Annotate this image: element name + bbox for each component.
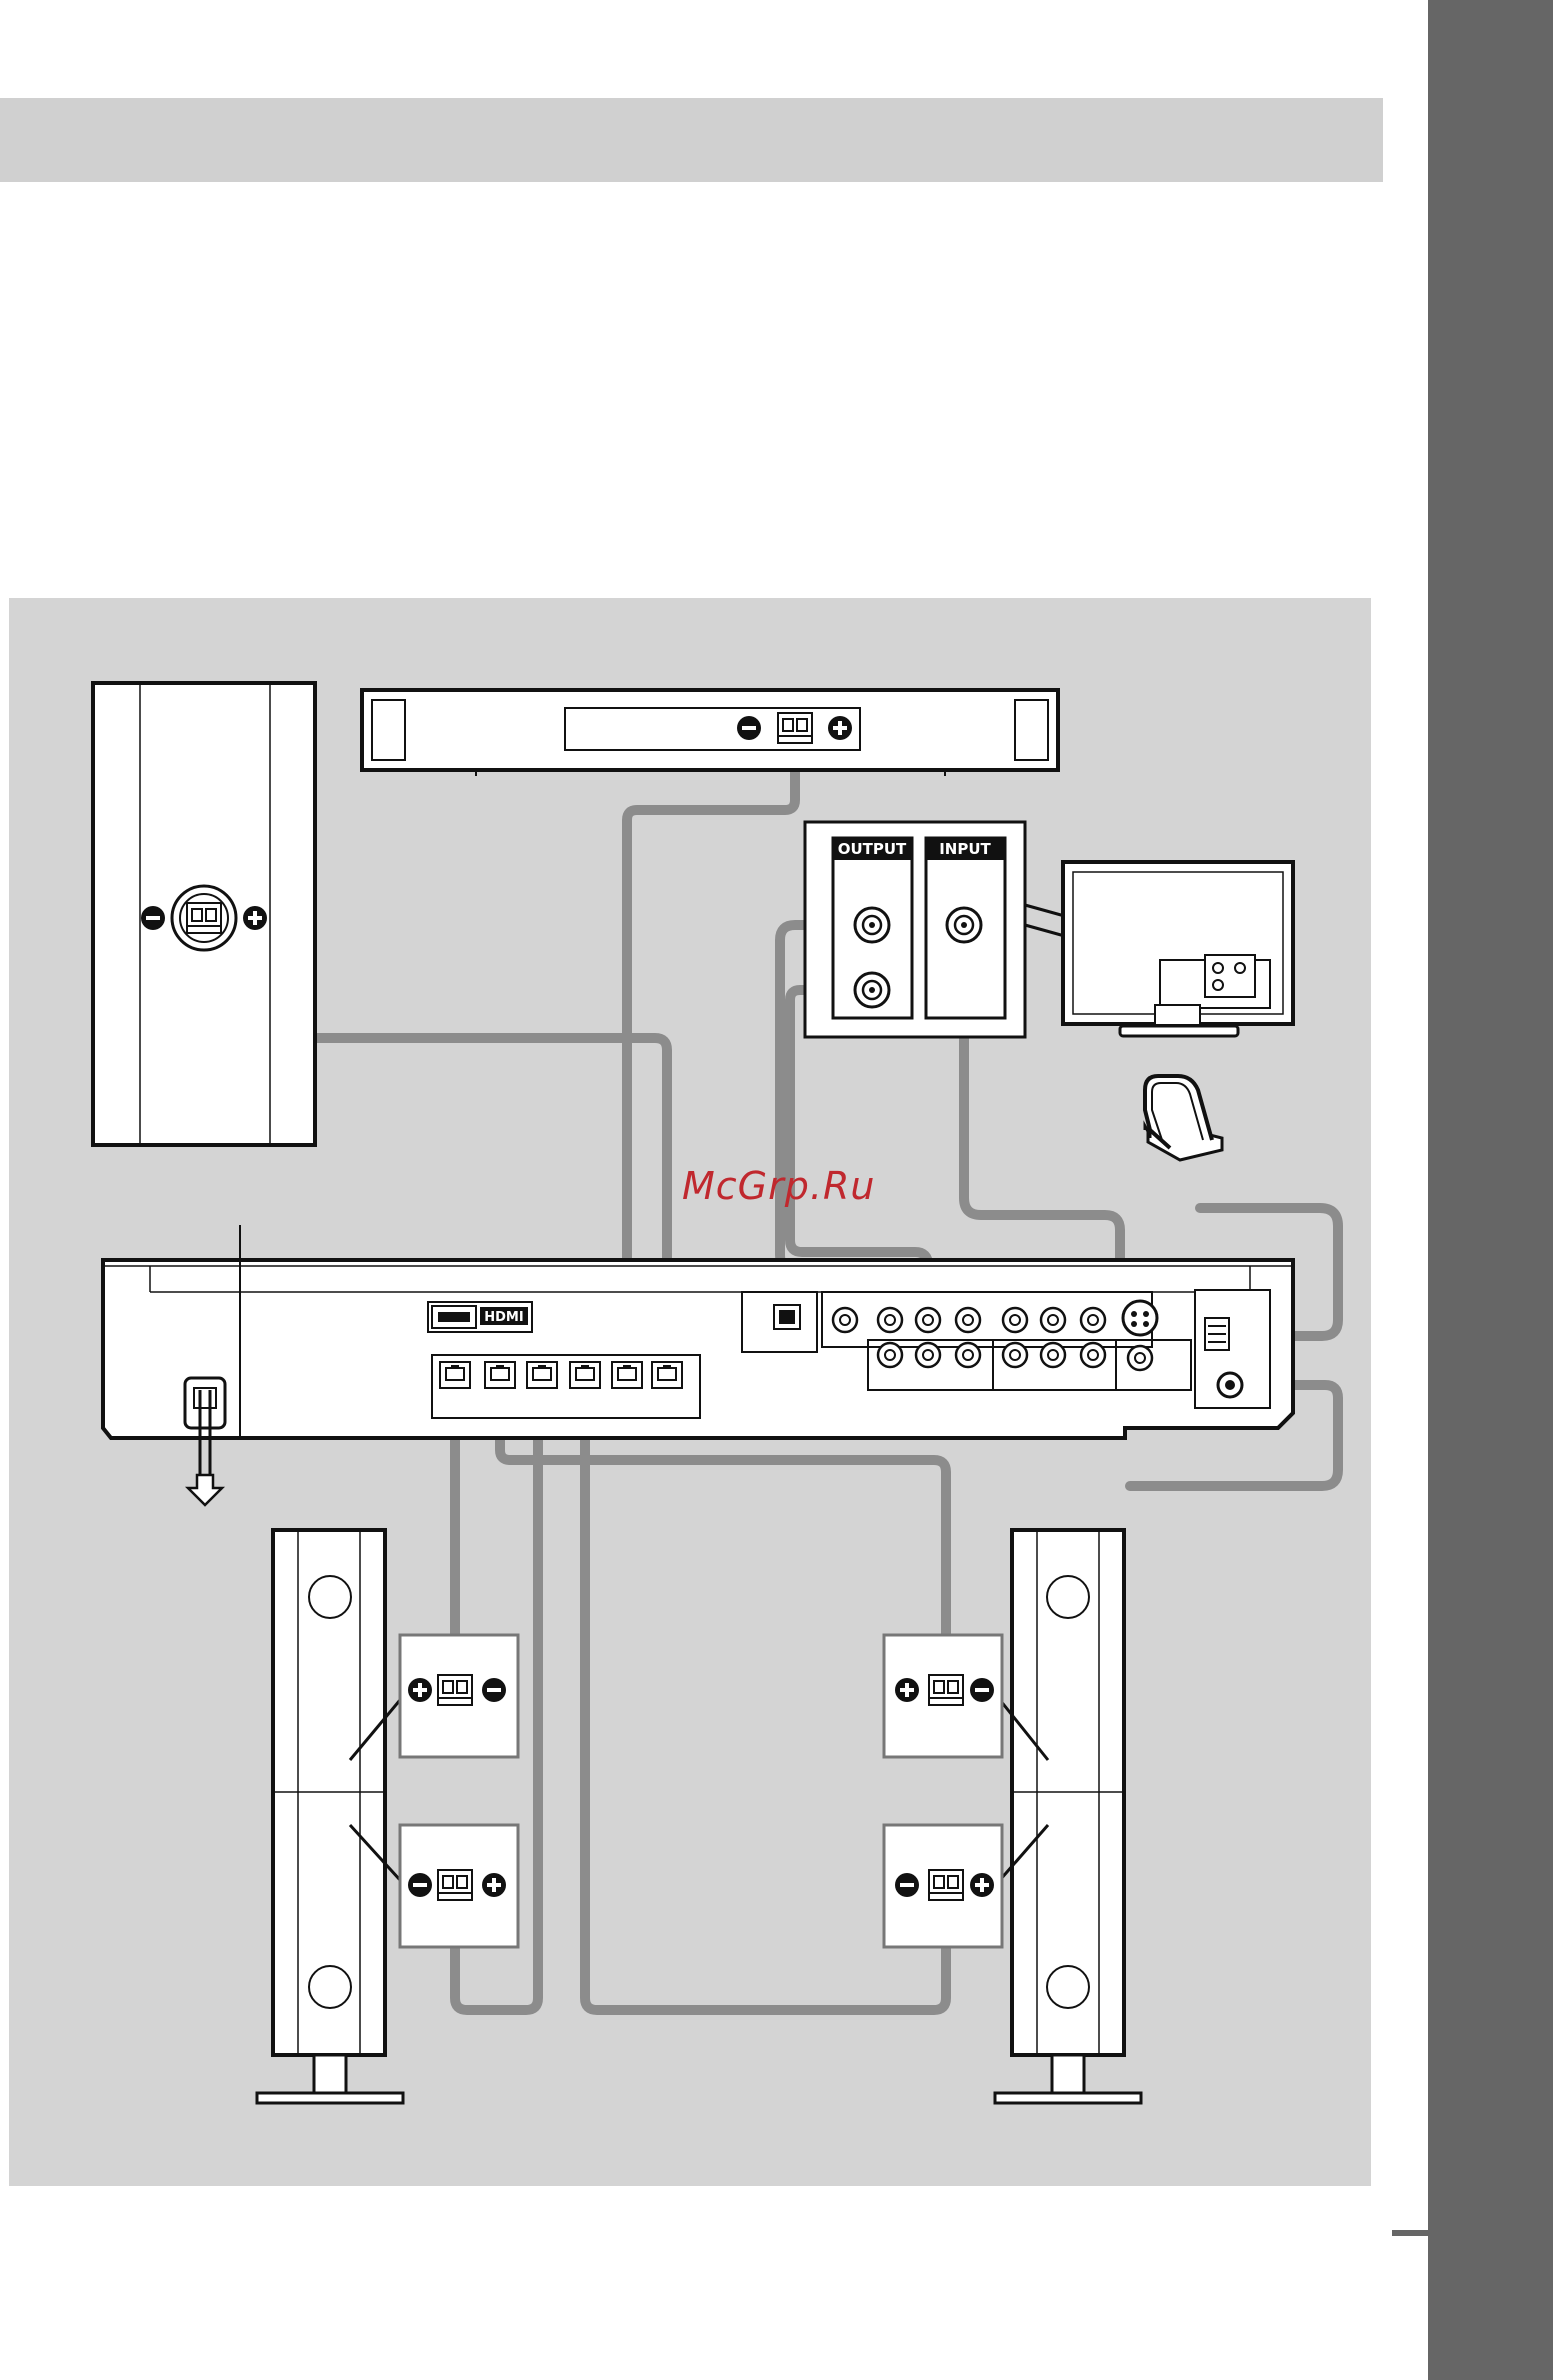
front-left-lower-terminal <box>400 1825 518 1947</box>
front-right-speaker <box>995 1530 1141 2103</box>
front-left-upper-terminal <box>400 1635 518 1757</box>
input-label: INPUT <box>939 840 991 858</box>
output-label: OUTPUT <box>838 840 907 858</box>
front-left-speaker <box>257 1530 403 2103</box>
hdmi-label: HDMI <box>484 1310 523 1325</box>
av-receiver: HDMI <box>103 1225 1293 1475</box>
front-right-upper-terminal <box>884 1635 1002 1757</box>
down-arrow-icon <box>188 1475 222 1505</box>
minus-terminal-icon <box>737 716 761 740</box>
watermark: McGrp.Ru <box>682 1164 875 1208</box>
center-speaker <box>362 690 1058 776</box>
am-loop-antenna <box>1143 1076 1222 1160</box>
subwoofer <box>93 683 315 1145</box>
plus-terminal-icon <box>243 906 267 930</box>
plus-terminal-icon <box>828 716 852 740</box>
tv <box>1063 862 1293 1036</box>
front-right-lower-terminal <box>884 1825 1002 1947</box>
minus-terminal-icon <box>141 906 165 930</box>
